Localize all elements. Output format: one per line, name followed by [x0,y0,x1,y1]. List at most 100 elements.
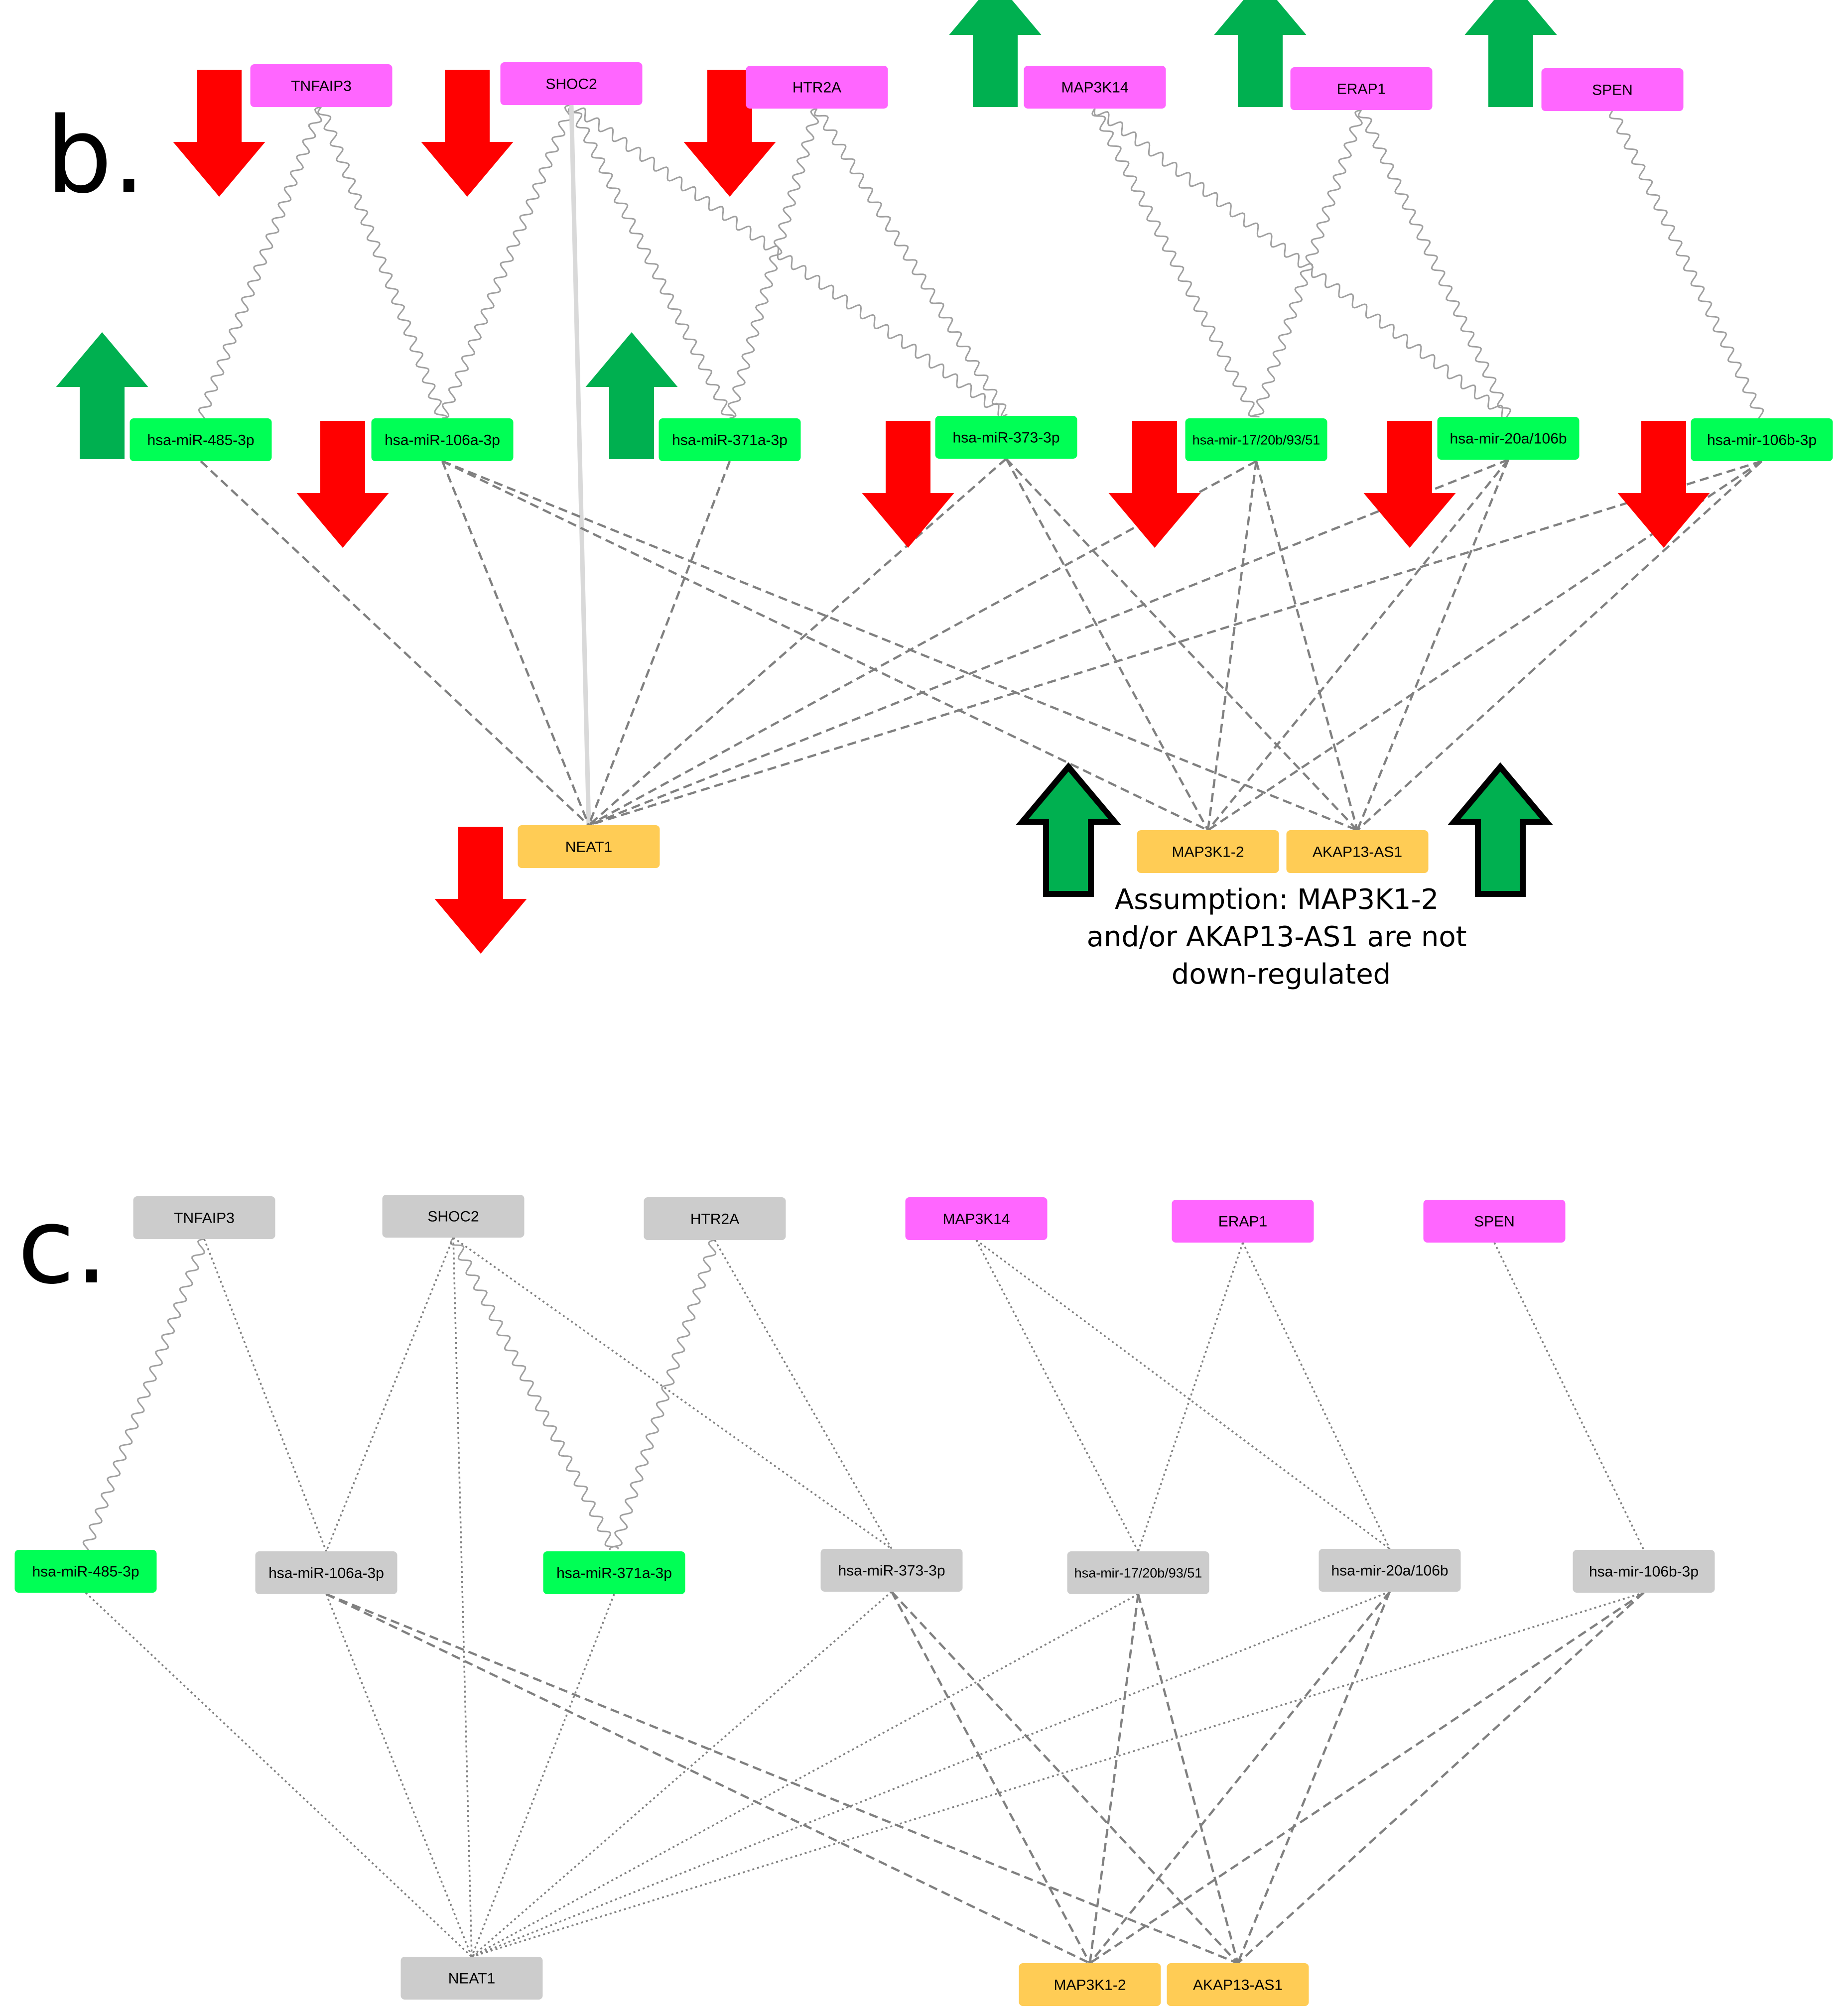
node-spen[interactable]: SPEN [1423,1200,1566,1243]
node-label: hsa-miR-106a-3p [385,432,500,449]
node-akap13-as1[interactable]: AKAP13-AS1 [1167,1963,1309,2006]
node-neat1[interactable]: NEAT1 [518,825,660,868]
node-m373[interactable]: hsa-miR-373-3p [820,1549,963,1592]
mrna-mirna-edge [325,1237,454,1552]
mirna-lncrna-edge [588,458,1007,826]
node-box [250,64,393,107]
arrow-shape [421,70,514,197]
mirna-lncrna-edge [1137,1594,1239,1964]
node-m106a[interactable]: hsa-miR-106a-3p [371,418,514,461]
node-neat1[interactable]: NEAT1 [400,1957,543,2000]
node-m106b[interactable]: hsa-mir-106b-3p [1691,418,1833,461]
node-label: TNFAIP3 [174,1210,235,1227]
node-label: NEAT1 [448,1971,495,1987]
node-map3k1-2[interactable]: MAP3K1-2 [1137,830,1279,873]
panel-b-edges [198,104,1764,832]
node-label: NEAT1 [565,839,612,856]
mirna-lncrna-edge [326,1593,1238,1965]
mrna-mirna-edge [450,1237,619,1550]
node-htr2a[interactable]: HTR2A [746,66,888,109]
mrna-mirna-edge [1093,108,1508,420]
node-m485[interactable]: hsa-miR-485-3p [130,418,272,461]
mrna-mirna-edge [441,104,572,419]
node-label: hsa-mir-17/20b/93/51 [1192,432,1320,447]
arrow-shape [1448,762,1553,897]
arrow-shape [434,827,527,954]
node-label: SHOC2 [427,1209,479,1225]
down-arrow-m106b [1617,421,1710,548]
node-spen[interactable]: SPEN [1541,68,1684,111]
node-m17[interactable]: hsa-mir-17/20b/93/51 [1067,1551,1209,1594]
node-box [1019,1963,1161,2006]
mrna-mirna-edge [1091,108,1260,418]
node-m106a[interactable]: hsa-miR-106a-3p [255,1551,397,1594]
panel-c-nodes: TNFAIP3 SHOC2 HTR2A MAP3K14 ERAP1 SPEN hsa-miR… [14,1195,1715,2006]
mrna-lncrna-edge [452,1237,473,1957]
node-htr2a[interactable]: HTR2A [644,1197,786,1240]
assumption-note-line-1: Assumption: MAP3K1-2 [1115,883,1439,916]
node-label: hsa-miR-373-3p [838,1563,945,1579]
node-m106b[interactable]: hsa-mir-106b-3p [1573,1550,1715,1593]
node-map3k14[interactable]: MAP3K14 [905,1197,1048,1240]
node-label: MAP3K1-2 [1054,1977,1126,1994]
node-box [1437,417,1580,460]
down-arrow-shoc2 [421,70,514,197]
node-box [382,1195,525,1238]
up-arrow-spen [1464,0,1557,107]
node-box [1691,418,1833,461]
node-erap1[interactable]: ERAP1 [1290,67,1433,110]
node-m20a[interactable]: hsa-mir-20a/106b [1437,417,1580,460]
mrna-lncrna-edge [569,105,591,826]
node-m485[interactable]: hsa-miR-485-3p [14,1550,157,1593]
mirna-lncrna-edge [442,460,1358,832]
arrow-shape [1214,0,1307,107]
down-arrow-neat1 [434,827,527,954]
assumption-note: Assumption: MAP3K1-2 and/or AKAP13-AS1 a… [1087,883,1476,991]
node-box [130,418,272,461]
arrow-shape [1108,421,1201,548]
mirna-lncrna-edge [85,1592,473,1958]
mrna-mirna-edge [727,108,819,419]
mrna-mirna-edge [82,1238,206,1552]
assumption-note-line-3: down-regulated [1172,958,1391,991]
mirna-lncrna-edge [326,1593,1090,1965]
node-box [1067,1551,1209,1594]
arrow-shape [173,70,265,197]
mirna-lncrna-edge [1088,1594,1140,1964]
mirna-lncrna-edge [1356,459,1510,831]
mirna-lncrna-edge [325,1594,473,1957]
up-arrow-map3k14 [949,0,1042,107]
node-m17[interactable]: hsa-mir-17/20b/93/51 [1185,418,1327,461]
node-tnfaip3[interactable]: TNFAIP3 [133,1196,275,1239]
mrna-mirna-edge [1251,109,1363,417]
node-erap1[interactable]: ERAP1 [1172,1200,1314,1243]
down-arrow-m17 [1108,421,1201,548]
node-map3k14[interactable]: MAP3K14 [1024,66,1166,109]
mirna-lncrna-edge [1255,461,1359,831]
node-m371a[interactable]: hsa-miR-371a-3p [543,1551,685,1594]
node-box [1290,67,1433,110]
up-arrow-akap13-as1 [1448,762,1553,897]
mirna-lncrna-edge [471,1591,1390,1958]
mirna-lncrna-edge [891,1591,1091,1964]
node-box [659,418,801,461]
mirna-lncrna-edge [1089,1591,1391,1964]
panel-label-c: c. [17,1185,108,1307]
node-label: hsa-mir-17/20b/93/51 [1074,1565,1202,1580]
node-box [1024,66,1166,109]
mrna-mirna-edge [203,1239,327,1552]
node-box [1185,418,1327,461]
mirna-lncrna-edge [1237,1592,1645,1964]
node-akap13-as1[interactable]: AKAP13-AS1 [1286,830,1429,873]
node-shoc2[interactable]: SHOC2 [500,62,643,105]
node-m373[interactable]: hsa-miR-373-3p [935,416,1077,459]
node-box [820,1549,963,1592]
mrna-mirna-edge [1493,1242,1645,1550]
node-tnfaip3[interactable]: TNFAIP3 [250,64,393,107]
node-m371a[interactable]: hsa-miR-371a-3p [659,418,801,461]
node-m20a[interactable]: hsa-mir-20a/106b [1319,1549,1461,1592]
mirna-lncrna-edge [471,1592,1644,1958]
node-box [746,66,888,109]
node-shoc2[interactable]: SHOC2 [382,1195,525,1238]
node-map3k1-2[interactable]: MAP3K1-2 [1019,1963,1161,2006]
